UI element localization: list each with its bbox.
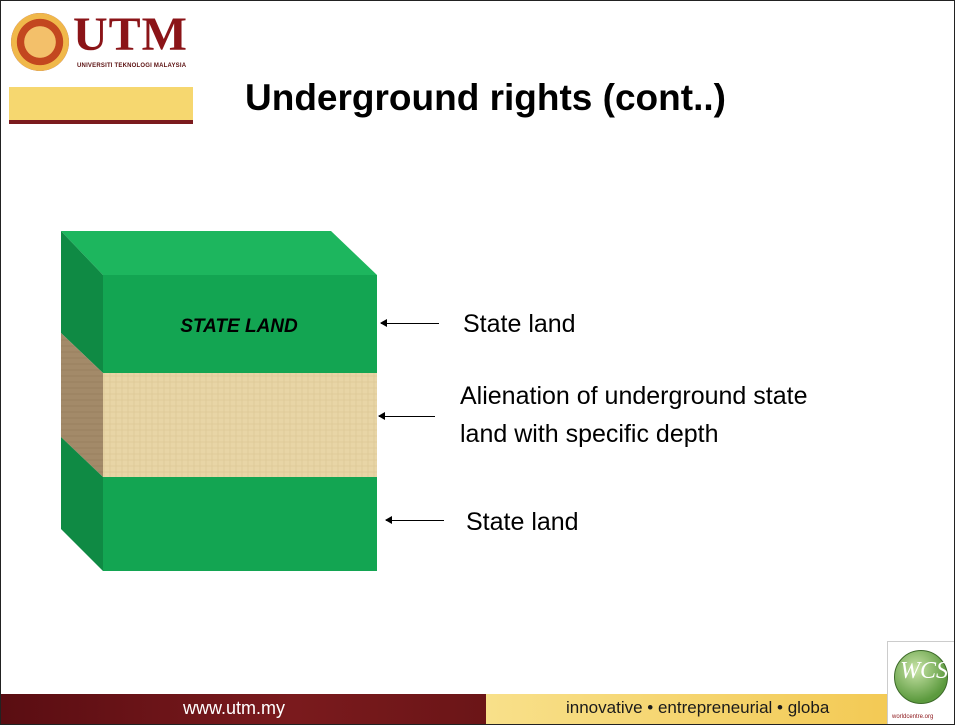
side-bottom-layer: [61, 437, 103, 571]
footer-left-bar: www.utm.my: [1, 694, 486, 724]
footer-right-bar: [486, 694, 954, 724]
arrow-middle: [378, 412, 435, 420]
label-alienation-line2: land with specific depth: [460, 420, 719, 448]
footer-tagline: innovative • entrepreneurial • globa: [566, 698, 830, 717]
slide-title: Underground rights (cont..): [245, 77, 726, 118]
land-layers-diagram: STATE LAND: [61, 231, 377, 571]
footer: www.utm.my innovative • entrepreneurial …: [1, 694, 954, 724]
side-soil-layer: [61, 333, 103, 477]
state-land-layer-label: STATE LAND: [180, 316, 298, 337]
footer-url: www.utm.my: [183, 698, 286, 718]
utm-emblem-icon: [11, 13, 69, 71]
utm-logo: UTM UNIVERSITI TEKNOLOGI MALAYSIA: [11, 8, 201, 83]
wcs-badge-url: worldcentre.org: [892, 714, 934, 720]
state-land-top-layer: [103, 275, 377, 373]
state-land-bottom-layer: [103, 477, 377, 571]
label-state-land-bottom: State land: [466, 508, 579, 536]
label-alienation-line1: Alienation of underground state: [460, 382, 808, 410]
arrow-bottom: [385, 516, 444, 524]
label-state-land-top: State land: [463, 310, 576, 338]
side-top-layer: [61, 231, 103, 373]
top-face: [61, 231, 377, 275]
wcs-badge-text: WCS: [900, 658, 948, 684]
logo-text: UTM: [73, 8, 188, 61]
globe-icon: [894, 650, 948, 704]
arrow-top: [380, 319, 439, 327]
wcs-badge: WCS worldcentre.org: [887, 641, 954, 724]
header-accent-bar: [9, 87, 193, 120]
alienated-underground-layer: [103, 373, 377, 477]
header-accent-line: [9, 120, 193, 124]
logo-subtext: UNIVERSITI TEKNOLOGI MALAYSIA: [77, 63, 187, 69]
